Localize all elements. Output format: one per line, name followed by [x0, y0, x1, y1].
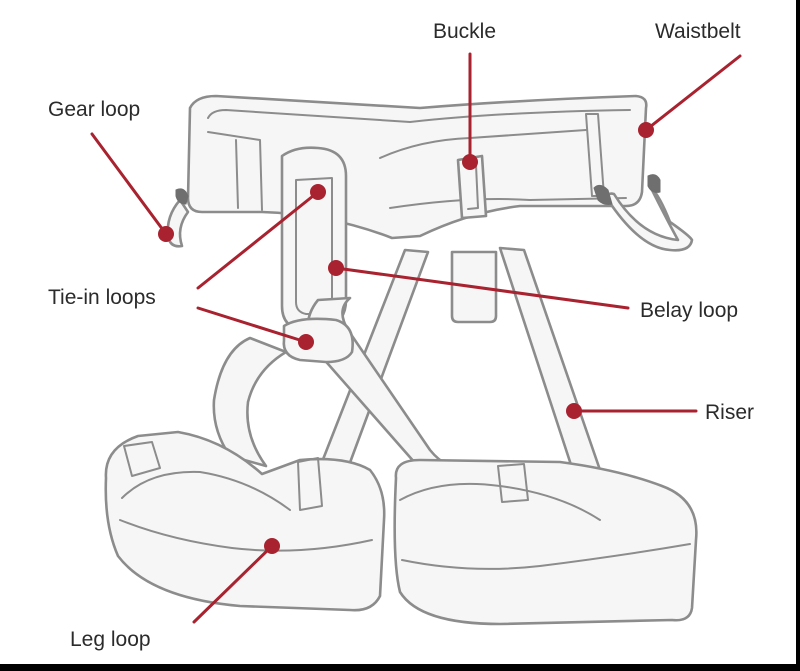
- gear-loop-shapes: [166, 174, 694, 252]
- gear-loop-leader: [90, 132, 174, 242]
- right-leg-loop-shape: [393, 458, 698, 626]
- label-buckle: Buckle: [433, 20, 496, 43]
- label-belay-loop: Belay loop: [640, 299, 738, 322]
- waistbelt-shape: [186, 94, 648, 240]
- left-leg-loop-shape: [104, 336, 386, 612]
- riser-leader: [566, 403, 698, 419]
- lower-tie-in-loop: [282, 317, 354, 364]
- belay-loop-leader: [328, 260, 630, 310]
- label-leg-loop: Leg loop: [70, 628, 151, 651]
- leg-loop-leader: [192, 538, 280, 624]
- label-waistbelt: Waistbelt: [655, 20, 741, 43]
- harness-illustration: [104, 94, 698, 626]
- label-riser: Riser: [705, 401, 754, 424]
- waistbelt-leader: [638, 54, 742, 138]
- leader-lines: [90, 52, 742, 624]
- tie-in-upper-leader: [196, 184, 326, 290]
- tie-in-lower-leader: [196, 306, 314, 350]
- labels: Buckle Waistbelt Gear loop Tie-in loops …: [48, 20, 754, 651]
- label-tie-in-loops: Tie-in loops: [48, 286, 156, 309]
- label-gear-loop: Gear loop: [48, 98, 140, 121]
- buckle-leader: [462, 52, 478, 170]
